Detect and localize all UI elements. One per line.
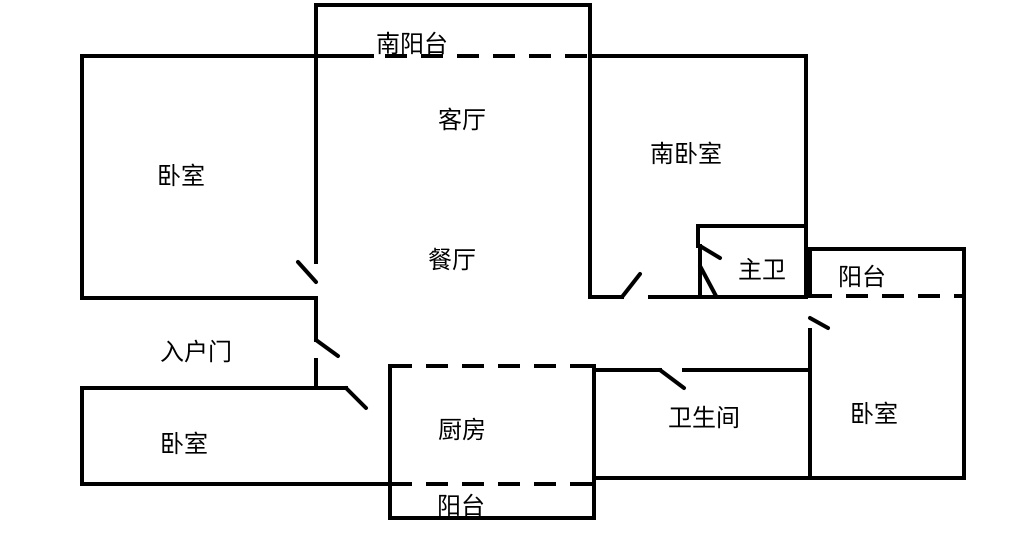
- label-south-bedroom: 南卧室: [650, 140, 722, 168]
- door-master-bath: [698, 244, 722, 260]
- door-south-bedroom: [620, 272, 642, 299]
- door-entrance: [314, 338, 340, 358]
- label-master-bath: 主卫: [738, 256, 786, 284]
- label-bathroom: 卫生间: [668, 404, 740, 432]
- door-bathroom: [658, 368, 686, 390]
- door-master-bath-2: [698, 264, 718, 298]
- label-entrance-door: 入户门: [160, 338, 232, 366]
- label-balcony-south: 阳台: [437, 492, 485, 520]
- door-bedroom-west: [296, 260, 318, 284]
- label-bedroom-west: 卧室: [157, 162, 205, 190]
- wall-bedroom-southwest: [80, 386, 392, 486]
- wall-balcony-south: [388, 482, 596, 520]
- wall-bedroom-west: [80, 54, 318, 300]
- door-bedroom-east: [808, 316, 830, 330]
- wall-east-balcony: [808, 247, 966, 298]
- label-south-balcony: 南阳台: [376, 30, 448, 58]
- label-kitchen: 厨房: [438, 416, 486, 444]
- label-bedroom-southwest: 卧室: [160, 430, 208, 458]
- wall-south-bedroom-west: [588, 54, 624, 299]
- label-dining-room: 餐厅: [428, 246, 476, 274]
- label-balcony-east: 阳台: [838, 263, 886, 291]
- door-bedroom-southwest: [344, 386, 368, 410]
- wall-bedroom-east: [808, 294, 966, 480]
- label-living-room: 客厅: [438, 106, 486, 134]
- wall-south-balcony: [314, 3, 592, 58]
- label-bedroom-east: 卧室: [850, 400, 898, 428]
